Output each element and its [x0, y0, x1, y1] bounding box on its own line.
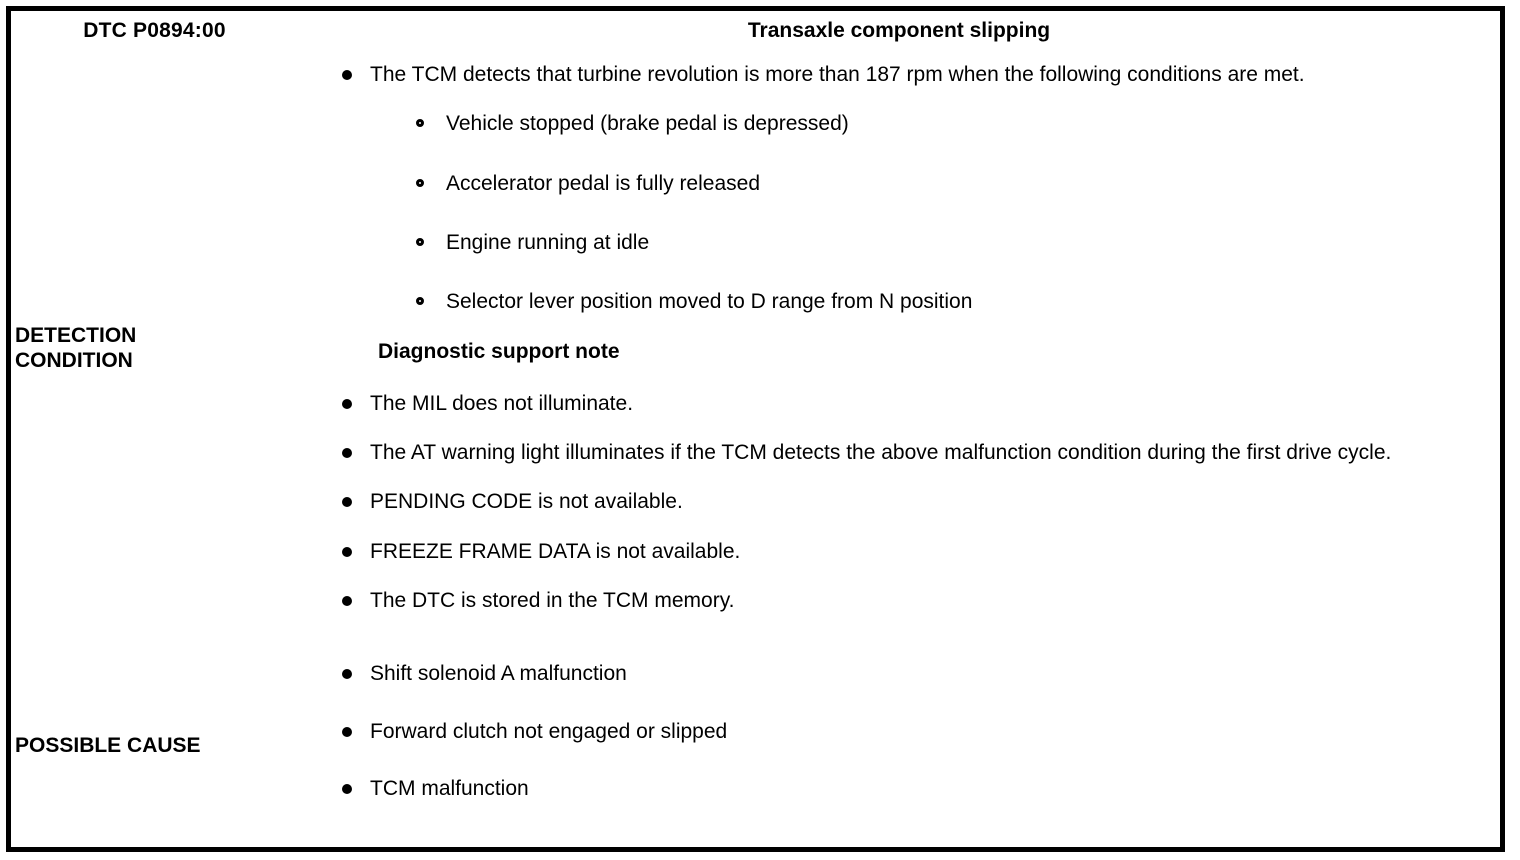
filled-bullet-icon — [342, 595, 352, 606]
condition-text: Vehicle stopped (brake pedal is depresse… — [446, 112, 849, 136]
filled-bullet-icon — [342, 70, 352, 80]
dtc-code-cell: DTC P0894:00 — [11, 11, 298, 51]
detection-conditions-list: Vehicle stopped (brake pedal is depresse… — [336, 110, 1482, 315]
detection-condition-label: DETECTION CONDITION — [11, 324, 136, 373]
filled-bullet-icon — [342, 669, 352, 680]
note-text: The AT warning light illuminates if the … — [370, 441, 1392, 465]
possible-cause-label-cell: POSSIBLE CAUSE — [11, 646, 298, 847]
note-text: FREEZE FRAME DATA is not available. — [370, 539, 741, 563]
cause-text: Forward clutch not engaged or slipped — [370, 719, 728, 743]
filled-bullet-icon — [342, 448, 352, 459]
list-item: The AT warning light illuminates if the … — [336, 439, 1482, 466]
hollow-bullet-icon — [416, 297, 424, 306]
dtc-diagnostic-table: DTC P0894:00 Transaxle component slippin… — [6, 6, 1505, 852]
dtc-code: DTC P0894:00 — [83, 19, 226, 42]
detection-intro-text: The TCM detects that turbine revolution … — [370, 63, 1305, 86]
dtc-title: Transaxle component slipping — [747, 19, 1051, 42]
detection-condition-label-line1: DETECTION — [15, 324, 137, 348]
list-item: TCM malfunction — [336, 775, 1482, 802]
list-item: Shift solenoid A malfunction — [336, 660, 1482, 687]
detection-condition-label-line2: CONDITION — [15, 348, 133, 372]
possible-cause-label: POSSIBLE CAUSE — [15, 734, 201, 758]
detection-condition-row: DETECTION CONDITION The TCM detects that… — [11, 51, 1500, 646]
condition-text: Engine running at idle — [446, 230, 650, 254]
list-item: Accelerator pedal is fully released — [412, 170, 1482, 197]
list-item: The DTC is stored in the TCM memory. — [336, 587, 1482, 614]
diagnostic-support-note-heading: Diagnostic support note — [378, 340, 620, 364]
note-text: The MIL does not illuminate. — [370, 391, 634, 415]
list-item: Selector lever position moved to D range… — [412, 288, 1482, 315]
cause-text: Shift solenoid A malfunction — [370, 662, 627, 686]
filled-bullet-icon — [342, 398, 352, 409]
note-text: The DTC is stored in the TCM memory. — [370, 588, 735, 612]
list-item: Forward clutch not engaged or slipped — [336, 718, 1482, 745]
list-item: Vehicle stopped (brake pedal is depresse… — [412, 110, 1482, 137]
possible-cause-body-cell: Shift solenoid A malfunction Forward clu… — [298, 646, 1500, 847]
filled-bullet-icon — [342, 783, 352, 794]
condition-text: Accelerator pedal is fully released — [446, 171, 760, 195]
list-item: The MIL does not illuminate. — [336, 390, 1482, 417]
possible-cause-row: POSSIBLE CAUSE Shift solenoid A malfunct… — [11, 646, 1500, 847]
note-text: PENDING CODE is not available. — [370, 490, 683, 514]
hollow-bullet-icon — [416, 119, 424, 128]
list-item: PENDING CODE is not available. — [336, 488, 1482, 515]
detection-condition-body-cell: The TCM detects that turbine revolution … — [298, 51, 1500, 646]
filled-bullet-icon — [342, 497, 352, 508]
condition-text: Selector lever position moved to D range… — [446, 290, 973, 314]
list-item: Engine running at idle — [412, 229, 1482, 256]
hollow-bullet-icon — [416, 237, 424, 246]
table-header-row: DTC P0894:00 Transaxle component slippin… — [11, 11, 1500, 51]
filled-bullet-icon — [342, 726, 352, 737]
detection-condition-label-cell: DETECTION CONDITION — [11, 51, 298, 646]
list-item: FREEZE FRAME DATA is not available. — [336, 538, 1482, 565]
detection-intro-bullet: The TCM detects that turbine revolution … — [336, 61, 1482, 88]
cause-text: TCM malfunction — [370, 776, 529, 800]
hollow-bullet-icon — [416, 178, 424, 187]
dtc-title-cell: Transaxle component slipping — [298, 11, 1500, 51]
filled-bullet-icon — [342, 546, 352, 557]
